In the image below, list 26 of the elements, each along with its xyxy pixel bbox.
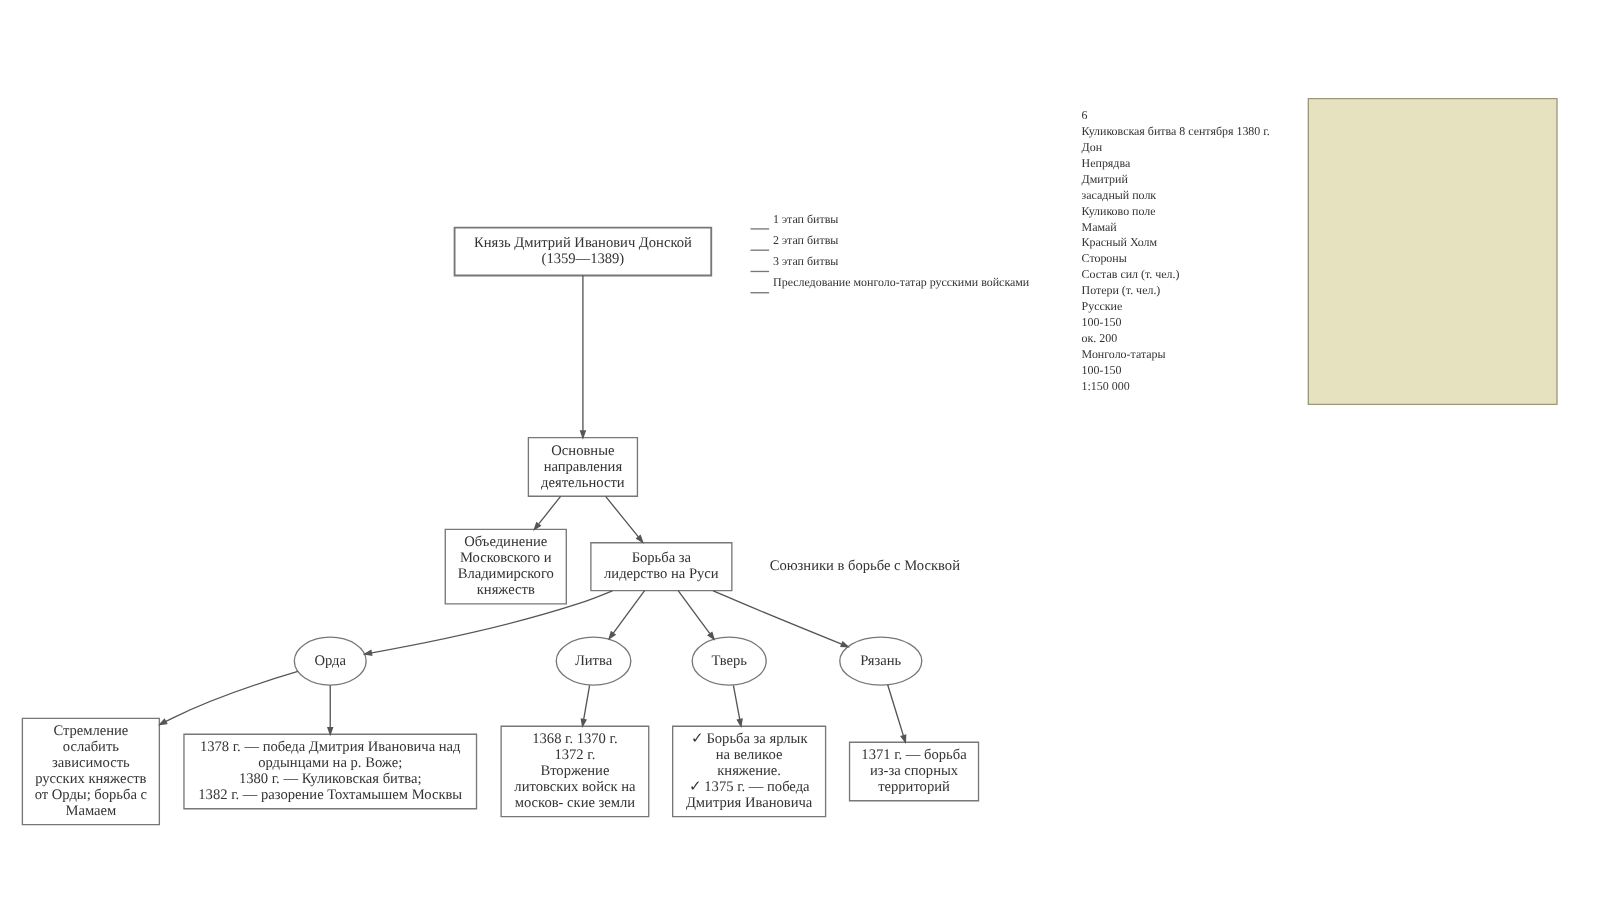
node-box: 1378 г. — победа Дмитрия Ивановича над ордынцами на р. Воже; 1380 г. — Куликовская битва; 1382 г. — разорение Тохтамышем Москвы	[183, 732, 478, 809]
node-box: 1368 г. 1370 г. 1372 г. Вторжение литовских войск на москов- ские земли	[500, 724, 650, 817]
node-box: ✓ Борьба за ярлык на великое княжение. ✓ 1375 г. — победа Дмитрия Ивановича	[672, 724, 827, 817]
node-box: Стремление ослабить зависимость русских княжеств от Орды; борьба с Мамаем	[21, 716, 161, 825]
arrow	[887, 683, 907, 744]
node-ellipse: Орда	[293, 635, 367, 685]
node-box	[1307, 96, 1558, 405]
arrow	[677, 589, 716, 640]
arrow	[362, 589, 613, 655]
node-box: Основные направления деятельности	[527, 436, 639, 496]
node-ellipse: Литва	[555, 635, 632, 685]
arrow	[326, 683, 334, 736]
arrow	[579, 273, 587, 439]
arrow	[608, 589, 646, 640]
label: Союзники в борьбе с Москвой	[769, 555, 960, 574]
arrow	[157, 669, 299, 725]
node-box: Князь Дмитрий Иванович Донской (1359—1389)	[453, 225, 713, 276]
node-ellipse: Тверь	[691, 635, 767, 685]
node-box: 1371 г. — борьба из-за спорных территорий	[848, 740, 980, 801]
arrow	[732, 683, 743, 727]
node-box: Объединение Московского и Владимирского княжеств	[444, 527, 567, 604]
arrow	[533, 494, 562, 530]
arrow	[580, 683, 591, 727]
arrow	[712, 589, 850, 647]
node-box: Борьба за лидерство на Руси	[590, 541, 733, 591]
arrow	[604, 494, 644, 543]
